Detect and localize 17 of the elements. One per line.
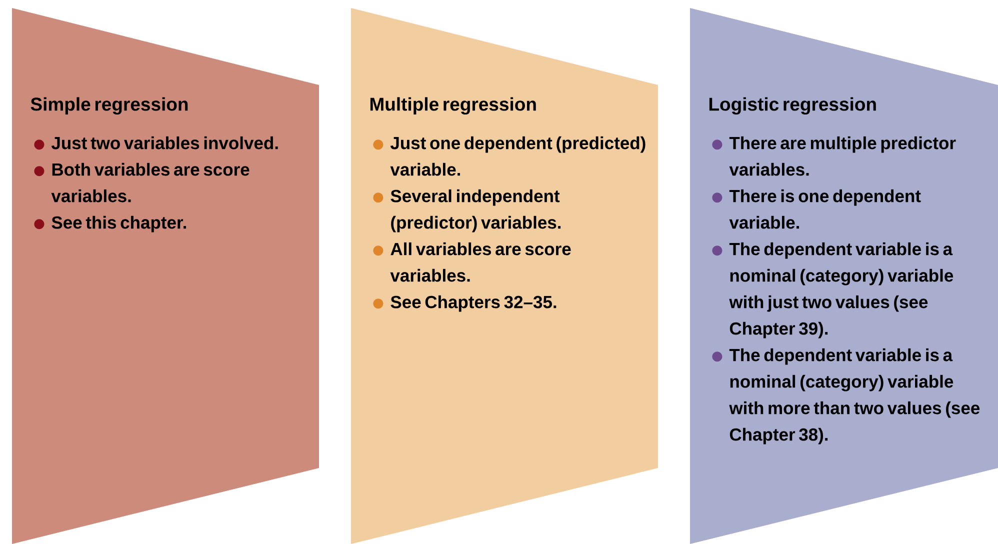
bullet-item: There are multiple predictor variables. xyxy=(712,136,956,176)
bullet-item: Several independent (predictor) variables. xyxy=(373,189,561,232)
panel-heading: Logistic regression xyxy=(709,97,876,115)
bullet-item: All variables are score variables. xyxy=(373,242,571,282)
bullet-item: There is one dependent variable. xyxy=(712,189,921,229)
bullet-item: Just one dependent (predicted) variable. xyxy=(373,136,646,176)
bullet-item: The dependent variable is a nominal (category) variable with more than two values (see Chapter 38). xyxy=(712,348,980,444)
panel xyxy=(351,8,658,544)
panel-heading: Simple regression xyxy=(30,97,188,115)
bullet-item: See Chapters 32–35. xyxy=(373,295,556,312)
panel xyxy=(12,8,319,544)
panel-heading: Multiple regression xyxy=(370,97,536,115)
bullet-item: The dependent variable is a nominal (category) variable with just two values (see Chapter 39). xyxy=(712,242,954,338)
bullet-item: Just two variables involved. xyxy=(34,136,278,150)
panel xyxy=(690,8,998,544)
bullet-item: Both variables are score variables. xyxy=(34,162,250,202)
bullet-item: See this chapter. xyxy=(34,216,186,232)
